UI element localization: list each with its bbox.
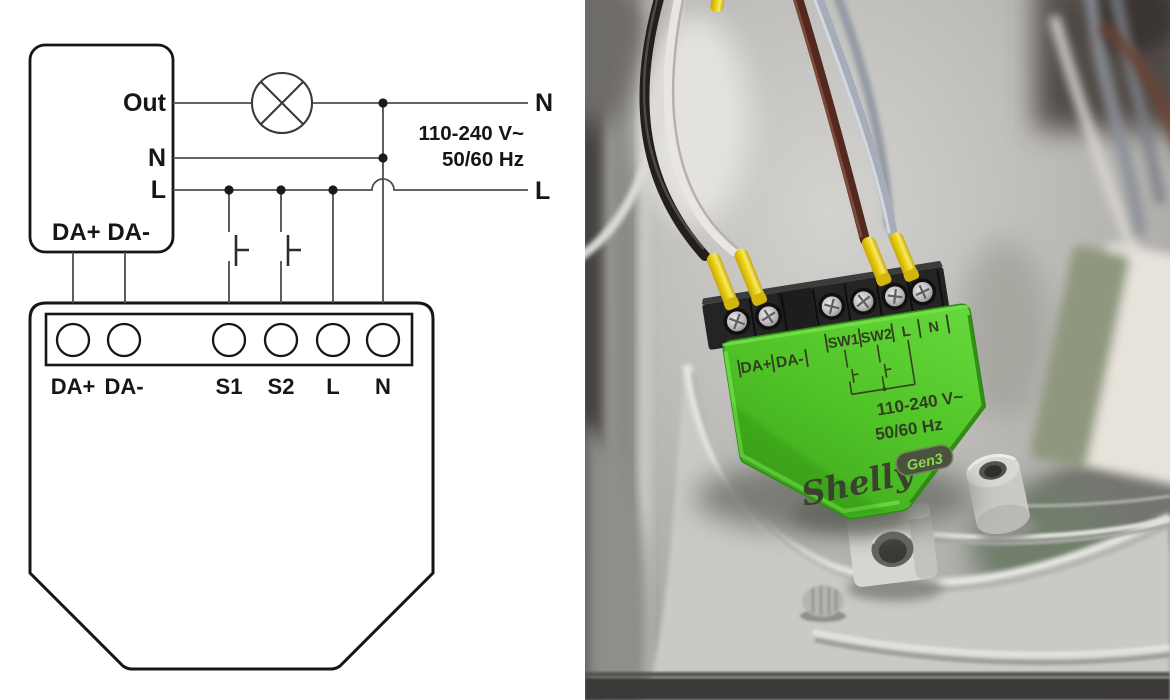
terminal-s2 xyxy=(263,322,299,358)
mains-n-label: N xyxy=(535,89,553,117)
controller-n-label: N xyxy=(148,144,166,172)
wire-white xyxy=(663,0,739,256)
terminal-label-s2: S2 xyxy=(268,374,295,399)
mains-voltage-label: 110-240 V~ xyxy=(419,122,524,145)
controller-bus-label: DA+ DA- xyxy=(52,219,150,246)
terminal-label-n: N xyxy=(375,374,391,399)
installation-photo-panel: DA+ DA- SW1 SW2 L N 110-240 V~ 50/60 Hz xyxy=(585,0,1170,700)
controller-box xyxy=(28,43,175,254)
terminal-l xyxy=(315,322,351,358)
background-wires xyxy=(1050,0,1170,255)
wire-brown-highlight xyxy=(792,0,863,238)
controller-l-label: L xyxy=(151,176,166,204)
device-label-da-minus: DA- xyxy=(775,351,805,372)
terminal-label-l: L xyxy=(326,374,339,399)
terminal-screws xyxy=(723,278,937,335)
device-label-l: L xyxy=(901,323,912,340)
terminal-s1 xyxy=(211,322,247,358)
installation-photo: DA+ DA- SW1 SW2 L N 110-240 V~ 50/60 Hz xyxy=(585,0,1170,700)
mains-frequency-label: 50/60 Hz xyxy=(442,148,524,171)
wire-white-shade xyxy=(671,0,739,250)
terminal-da-plus xyxy=(55,322,91,358)
wiring-diagram: DA+ DA- S1 S2 L N Out N L DA+ DA- xyxy=(28,43,553,671)
terminal-holes xyxy=(55,322,401,358)
junction-dots xyxy=(224,98,388,195)
device-top-bevel xyxy=(722,304,970,347)
terminal-da-minus xyxy=(106,322,142,358)
mains-l-label: L xyxy=(535,177,550,205)
switch-symbols xyxy=(234,235,301,266)
lamp-icon xyxy=(250,71,314,135)
wire-gray-1 xyxy=(813,0,898,241)
terminal-label-da-minus: DA- xyxy=(104,374,143,399)
relay-body-outline xyxy=(28,301,435,671)
wire-black-highlight xyxy=(642,0,705,250)
wiring-diagram-panel: DA+ DA- S1 S2 L N Out N L DA+ DA- xyxy=(28,43,554,671)
wire-brown xyxy=(793,0,870,245)
terminal-n xyxy=(365,322,401,358)
supply-wires xyxy=(585,0,898,261)
device-switch-schematic xyxy=(843,339,916,396)
generation-badge: Gen3 xyxy=(895,444,954,477)
terminal-label-da-plus: DA+ xyxy=(51,374,96,399)
switch-s2-icon xyxy=(286,235,301,266)
device-label-sw2: SW2 xyxy=(860,326,894,347)
wires xyxy=(72,102,528,303)
ferrule-top-nub xyxy=(710,0,725,13)
device-corner-shade xyxy=(731,403,886,515)
junction-box-floor xyxy=(585,364,1170,700)
terminal-label-s1: S1 xyxy=(216,374,243,399)
wire-gray-1-highlight xyxy=(813,0,891,234)
switch-s1-icon xyxy=(234,235,249,266)
cylinder-post xyxy=(966,453,1039,543)
device-label-n: N xyxy=(927,319,940,336)
wire-ferrules xyxy=(706,232,920,311)
device-label-da-plus: DA+ xyxy=(739,356,773,378)
device-label-sw1: SW1 xyxy=(827,332,861,353)
generation-badge-label: Gen3 xyxy=(906,451,945,474)
shelly-device: DA+ DA- SW1 SW2 L N 110-240 V~ 50/60 Hz xyxy=(701,232,987,520)
controller-out-label: Out xyxy=(123,89,167,117)
screw-boss xyxy=(800,585,846,622)
